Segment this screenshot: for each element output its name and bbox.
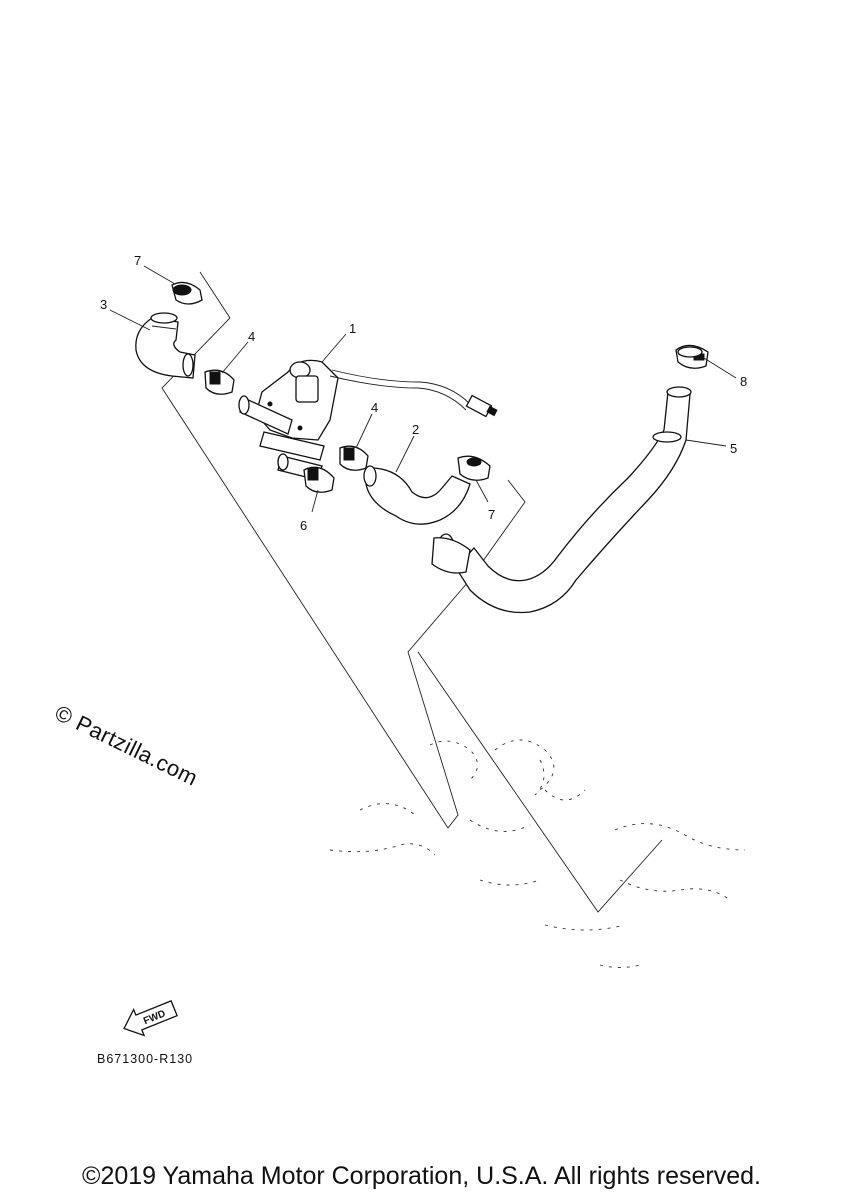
part-8-clamp bbox=[675, 344, 709, 369]
part-1-valve bbox=[238, 359, 339, 481]
callout-7a: 7 bbox=[134, 253, 141, 268]
copyright-footer: ©2019 Yamaha Motor Corporation, U.S.A. A… bbox=[82, 1162, 761, 1190]
callout-5: 5 bbox=[730, 441, 737, 456]
part-2-hose bbox=[363, 465, 471, 525]
part-1-wire-connector bbox=[329, 369, 498, 418]
part-4-clamp-right bbox=[339, 445, 369, 471]
drawing-code: B671300-R130 bbox=[97, 1052, 194, 1066]
callout-labels: 1 2 3 4 4 5 6 7 7 8 bbox=[100, 253, 747, 533]
callout-4a: 4 bbox=[248, 329, 255, 344]
callout-6: 6 bbox=[300, 518, 307, 533]
fwd-arrow-icon: FWD bbox=[123, 999, 178, 1037]
leader-lines bbox=[109, 265, 737, 513]
part-7-clamp-lower bbox=[457, 455, 491, 481]
callout-1: 1 bbox=[349, 321, 356, 336]
callout-8: 8 bbox=[740, 374, 747, 389]
part-3-elbow-hose bbox=[135, 312, 196, 379]
callout-7b: 7 bbox=[488, 507, 495, 522]
engine-ghost-sketch bbox=[329, 739, 746, 968]
callout-3: 3 bbox=[100, 297, 107, 312]
part-5-long-hose bbox=[431, 386, 692, 614]
part-7-clamp-upper bbox=[171, 281, 203, 305]
part-4-clamp-left bbox=[204, 369, 235, 395]
callout-4b: 4 bbox=[371, 400, 378, 415]
callout-2: 2 bbox=[412, 422, 419, 437]
engine-outline bbox=[161, 271, 663, 913]
part-6-clamp bbox=[303, 466, 335, 493]
